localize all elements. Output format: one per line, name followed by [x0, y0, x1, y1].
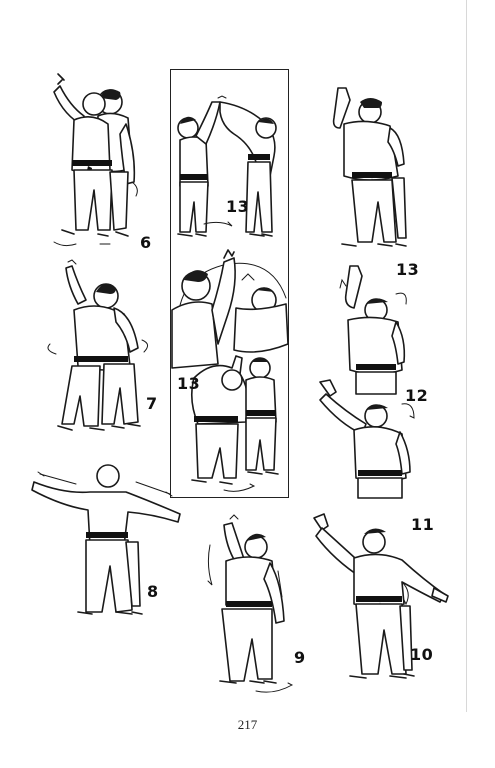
- illustration-figure-13-right: [330, 88, 416, 260]
- illustration-figure-12: [334, 258, 412, 400]
- figure-label-11: 11: [411, 515, 435, 534]
- illustration-figure-13-panel: [184, 352, 284, 496]
- figure-label-13-top: 13: [226, 197, 250, 216]
- illustration-figure-10: [310, 510, 452, 694]
- illustration-figure-6: [40, 72, 152, 252]
- illustration-figure-9: [206, 515, 304, 695]
- figure-label-13-panel: 13: [177, 374, 201, 393]
- figure-label-8: 8: [147, 582, 159, 601]
- page-edge-rule: [466, 0, 467, 712]
- page-number: 217: [237, 717, 258, 732]
- figure-label-13-right: 13: [396, 260, 420, 279]
- figure-label-9: 9: [294, 648, 306, 667]
- illustration-figure-13-top: [174, 96, 288, 248]
- illustration-figure-7: [44, 260, 152, 442]
- illustration-figure-11: [314, 376, 418, 500]
- illustration-figure-8: [30, 462, 182, 632]
- illustration-figure-13-closeup: [172, 250, 288, 368]
- figure-label-6: 6: [140, 233, 152, 252]
- figure-label-7: 7: [146, 394, 158, 413]
- sequence-13-panel-frame: [170, 69, 289, 498]
- figure-label-12: 12: [405, 386, 429, 405]
- figure-label-10: 10: [410, 645, 434, 664]
